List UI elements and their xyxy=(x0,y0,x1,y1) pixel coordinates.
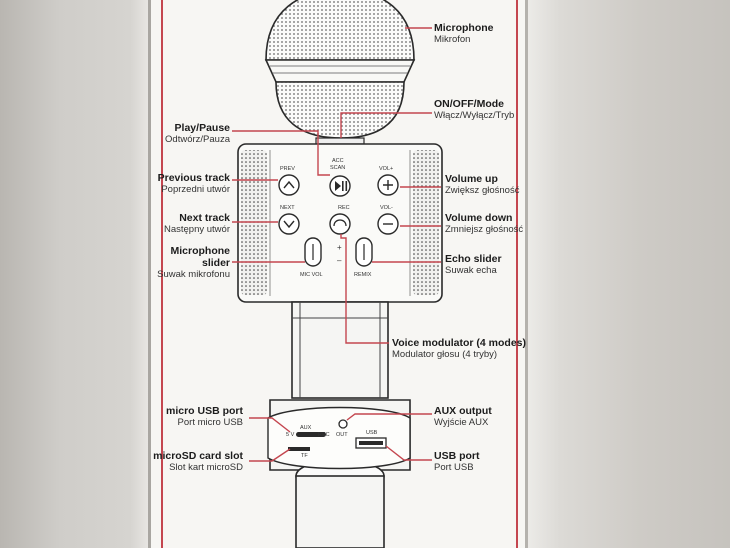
buttons xyxy=(278,174,399,267)
remix-label: REMIX xyxy=(354,272,372,278)
out-label: OUT xyxy=(336,432,348,438)
plus-sign: + xyxy=(337,243,342,252)
red-border-left xyxy=(161,0,163,548)
mic-head xyxy=(264,0,416,145)
prev-label: PREV xyxy=(280,166,295,172)
box-edge-left xyxy=(148,0,151,548)
usb-device-label: USB xyxy=(366,430,378,436)
aux-port-label: AUX xyxy=(300,425,312,431)
label-modulator: Voice modulator (4 modes)Modulator głosu… xyxy=(392,337,526,360)
box-edge-right xyxy=(525,0,528,548)
fivev-label: 5 V xyxy=(286,432,295,438)
port-panel xyxy=(267,406,411,470)
rec-port-label: REC xyxy=(318,432,330,438)
scan-label: SCAN xyxy=(330,165,346,171)
next-label: NEXT xyxy=(280,205,295,211)
volminus-label: VOL- xyxy=(380,205,393,211)
acc-label: ACC xyxy=(332,158,344,164)
volplus-label: VOL+ xyxy=(379,166,394,172)
minus-sign: – xyxy=(337,256,342,265)
rec-label: REC xyxy=(338,205,350,211)
red-border-right xyxy=(516,0,518,548)
tf-label: TF xyxy=(301,453,308,459)
leader-lines xyxy=(232,27,441,462)
micvol-label: MIC VOL xyxy=(300,272,323,278)
